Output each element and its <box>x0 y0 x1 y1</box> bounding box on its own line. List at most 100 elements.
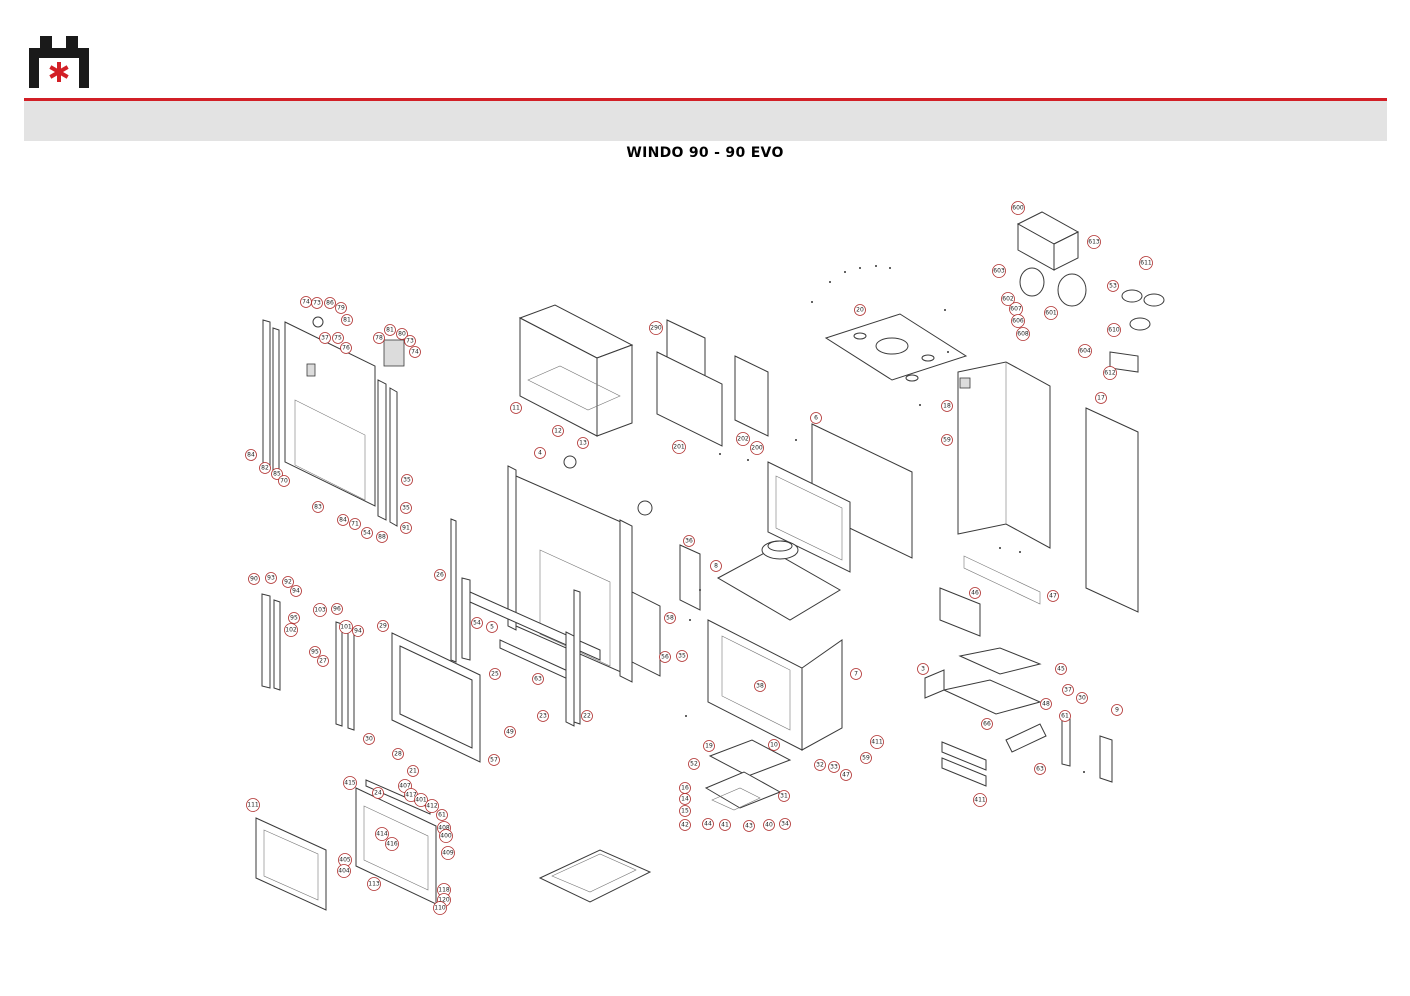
part-callout-11: 11 <box>510 402 522 414</box>
part-callout-53: 53 <box>1107 280 1119 292</box>
svg-text:417: 417 <box>405 792 417 799</box>
part-callout-59: 59 <box>860 752 872 764</box>
part-callout-110: 110 <box>433 901 447 915</box>
part-callout-66: 66 <box>981 718 993 730</box>
svg-text:93: 93 <box>267 575 275 582</box>
part-callout-93: 93 <box>265 572 277 584</box>
part-callout-63: 63 <box>1034 763 1046 775</box>
main-firebox <box>679 540 843 751</box>
svg-text:63: 63 <box>534 676 542 683</box>
part-callout-102: 102 <box>284 623 298 637</box>
svg-text:13: 13 <box>579 440 587 447</box>
svg-text:86: 86 <box>326 300 334 307</box>
svg-text:27: 27 <box>319 658 327 665</box>
svg-text:18: 18 <box>943 403 951 410</box>
svg-text:24: 24 <box>374 790 382 797</box>
part-callout-78: 78 <box>373 332 385 344</box>
svg-text:111: 111 <box>247 802 259 809</box>
part-callout-9: 9 <box>1111 704 1123 716</box>
svg-text:408: 408 <box>438 825 450 832</box>
part-callout-411: 411 <box>973 793 987 807</box>
part-callout-113: 113 <box>367 877 381 891</box>
svg-text:16: 16 <box>681 785 689 792</box>
svg-text:3: 3 <box>921 666 925 673</box>
part-callout-600: 600 <box>1011 201 1025 215</box>
svg-text:31: 31 <box>780 793 788 800</box>
part-callout-411: 411 <box>870 735 884 749</box>
svg-text:91: 91 <box>402 525 410 532</box>
svg-text:75: 75 <box>334 335 342 342</box>
part-callout-200: 200 <box>750 441 764 455</box>
svg-text:613: 613 <box>1088 239 1100 246</box>
callout-layer: 6006136036026076066086016046115361061220… <box>245 201 1153 915</box>
svg-text:95: 95 <box>311 649 319 656</box>
svg-text:401: 401 <box>415 797 427 804</box>
svg-text:76: 76 <box>342 345 350 352</box>
header-grey-bar <box>24 101 1387 141</box>
svg-text:101: 101 <box>340 624 352 631</box>
part-callout-47: 47 <box>1047 590 1059 602</box>
svg-text:61: 61 <box>1061 713 1069 720</box>
part-callout-52: 52 <box>688 758 700 770</box>
part-callout-57: 57 <box>488 754 500 766</box>
svg-text:37: 37 <box>321 335 329 342</box>
svg-text:19: 19 <box>705 743 713 750</box>
part-callout-404: 404 <box>337 864 351 878</box>
svg-text:200: 200 <box>751 445 763 452</box>
svg-text:22: 22 <box>583 713 591 720</box>
part-callout-81: 81 <box>341 314 353 326</box>
svg-text:404: 404 <box>338 868 350 875</box>
part-callout-76: 76 <box>340 342 352 354</box>
bottom-frame <box>538 849 652 903</box>
brand-logo <box>29 36 89 88</box>
page-title: WINDO 90 - 90 EVO <box>626 145 784 161</box>
svg-text:37: 37 <box>1064 687 1072 694</box>
svg-text:53: 53 <box>1109 283 1117 290</box>
svg-text:414: 414 <box>376 831 388 838</box>
part-callout-38: 38 <box>754 680 766 692</box>
svg-text:96: 96 <box>333 606 341 613</box>
part-callout-21: 21 <box>407 765 419 777</box>
part-callout-4: 4 <box>534 447 546 459</box>
svg-text:32: 32 <box>816 762 824 769</box>
part-callout-48: 48 <box>1040 698 1052 710</box>
part-callout-5: 5 <box>486 621 498 633</box>
svg-text:54: 54 <box>473 620 481 627</box>
part-callout-409: 409 <box>441 846 455 860</box>
fixing-points <box>685 265 1085 773</box>
liner-panels <box>656 319 769 447</box>
svg-text:4: 4 <box>538 450 542 457</box>
part-callout-611: 611 <box>1139 256 1153 270</box>
part-callout-19: 19 <box>703 740 715 752</box>
part-callout-47: 47 <box>840 769 852 781</box>
part-callout-201: 201 <box>672 440 686 454</box>
svg-text:79: 79 <box>337 305 345 312</box>
svg-text:400: 400 <box>440 833 452 840</box>
svg-text:82: 82 <box>261 465 269 472</box>
part-callout-90: 90 <box>248 573 260 585</box>
svg-text:35: 35 <box>402 505 410 512</box>
part-callout-35: 35 <box>400 502 412 514</box>
svg-text:33: 33 <box>830 764 838 771</box>
svg-text:94: 94 <box>354 628 362 635</box>
part-callout-49: 49 <box>504 726 516 738</box>
header-red-line <box>24 98 1387 101</box>
part-callout-612: 612 <box>1103 366 1117 380</box>
svg-text:90: 90 <box>250 576 258 583</box>
svg-text:52: 52 <box>690 761 698 768</box>
svg-text:84: 84 <box>339 517 347 524</box>
part-callout-608: 608 <box>1016 327 1030 341</box>
svg-text:59: 59 <box>862 755 870 762</box>
part-callout-32: 32 <box>814 759 826 771</box>
part-callout-607: 607 <box>1009 302 1023 316</box>
svg-text:26: 26 <box>436 572 444 579</box>
svg-text:7: 7 <box>854 671 858 678</box>
firebox-liner <box>518 304 634 437</box>
part-callout-14: 14 <box>679 793 691 805</box>
part-callout-58: 58 <box>664 612 676 624</box>
part-callout-43: 43 <box>743 820 755 832</box>
part-callout-83: 83 <box>312 501 324 513</box>
svg-text:71: 71 <box>351 521 359 528</box>
svg-text:70: 70 <box>280 478 288 485</box>
part-callout-80: 80 <box>396 328 408 340</box>
